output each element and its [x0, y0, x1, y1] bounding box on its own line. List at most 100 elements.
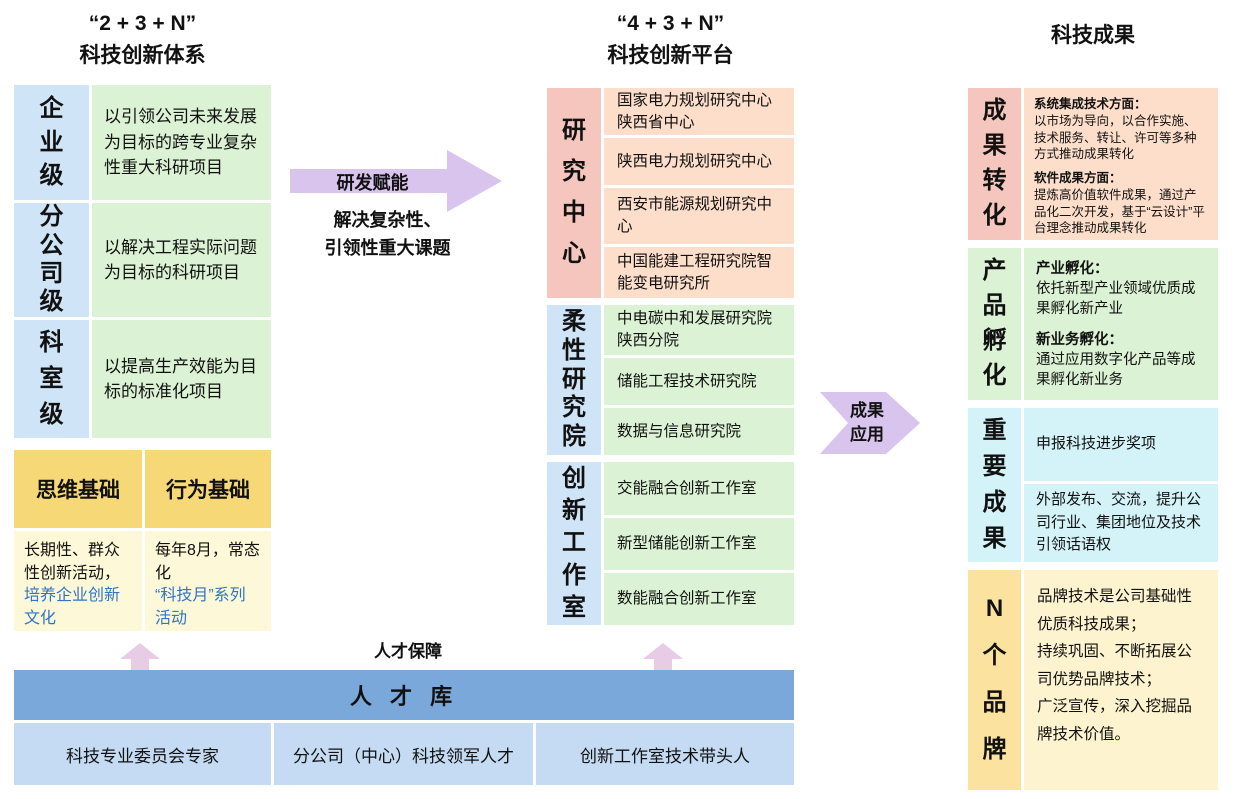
- innovation-studio-item-text: 交能融合创新工作室: [617, 479, 757, 497]
- group-label-innovation-studio: 创新工作室: [547, 462, 601, 625]
- innovation-studio-item: 新型储能创新工作室: [604, 518, 794, 570]
- flexible-institute-item: 数据与信息研究院: [604, 408, 794, 455]
- foundation-text-thinking-highlight: 培养企业创新文化: [24, 587, 121, 628]
- section-label-major-results-text: 重要成果: [982, 417, 1007, 552]
- incubation-p2-head: 新业务孵化：: [1036, 332, 1123, 348]
- level-desc-branch-text: 以解决工程实际问题为目标的科研项目: [104, 237, 257, 283]
- major-results-item: 申报科技进步奖项: [1024, 408, 1218, 481]
- rd-note-line1: 解决复杂性、: [333, 210, 442, 230]
- n-brands-line2: 持续巩固、不断拓展公司优势品牌技术；: [1037, 643, 1193, 688]
- left-title-line2: 科技创新体系: [79, 43, 206, 67]
- transformation-p1-head: 系统集成技术方面：: [1034, 97, 1147, 111]
- foundation-text-behavior-main: 每年8月，常态化: [155, 542, 260, 582]
- section-label-major-results: 重要成果: [968, 408, 1021, 562]
- n-brands-content: 品牌技术是公司基础性优质科技成果； 持续巩固、不断拓展公司优势品牌技术； 广泛宣…: [1024, 570, 1218, 790]
- transformation-p2-head: 软件成果方面：: [1034, 171, 1122, 185]
- level-label-department-text: 科室级: [39, 329, 64, 428]
- up-arrow-icon: [643, 643, 683, 670]
- group-label-innovation-studio-text: 创新工作室: [562, 464, 586, 622]
- talent-pool-bar: 人 才 库: [14, 670, 794, 720]
- research-center-item-text: 西安市能源规划研究中心: [617, 196, 773, 235]
- foundation-text-thinking: 长期性、群众性创新活动， 培养企业创新文化: [14, 531, 142, 631]
- section-label-incubation-text: 产品孵化: [982, 257, 1007, 389]
- incubation-p1-head: 产业孵化：: [1036, 261, 1109, 277]
- transformation-p1-text: 以市场为导向，以合作实施、技术服务、转让、许可等多种方式推动成果转化: [1034, 113, 1197, 162]
- middle-title-line1: “4 + 3 + N”: [616, 12, 725, 35]
- group-label-flexible-institute-text: 柔性研究院: [562, 308, 586, 451]
- level-desc-department-text: 以提高生产效能为目标的标准化项目: [104, 356, 257, 402]
- rd-empower-arrow-label: 研发赋能: [336, 173, 409, 193]
- flexible-institute-item: 中电碳中和发展研究院陕西分院: [604, 305, 794, 355]
- talent-role-leader-text: 分公司（中心）科技领军人才: [293, 746, 514, 766]
- innovation-studio-item: 数能融合创新工作室: [604, 573, 794, 625]
- section-label-incubation: 产品孵化: [968, 248, 1021, 400]
- flexible-institute-item-text: 数据与信息研究院: [617, 422, 742, 440]
- major-results-item2-text: 外部发布、交流，提升公司行业、集团地位及技术引领话语权: [1036, 491, 1202, 554]
- level-label-branch-text: 分公司级: [39, 203, 64, 316]
- up-arrow-icon: [120, 643, 160, 670]
- level-label-department: 科室级: [14, 320, 89, 438]
- group-label-flexible-institute: 柔性研究院: [547, 305, 601, 455]
- section-label-n-brands: N个品牌: [968, 570, 1021, 790]
- flexible-institute-item-text: 中电碳中和发展研究院陕西分院: [617, 310, 773, 349]
- middle-title-line2: 科技创新平台: [607, 43, 734, 67]
- right-column-title: 科技成果: [1051, 24, 1135, 47]
- n-brands-line3: 广泛宣传，深入挖掘品牌技术价值。: [1037, 698, 1193, 743]
- flexible-institute-item: 储能工程技术研究院: [604, 358, 794, 405]
- n-brands-line1: 品牌技术是公司基础性优质科技成果；: [1037, 588, 1193, 633]
- group-label-research-center: 研究中心: [547, 88, 601, 298]
- innovation-studio-item: 交能融合创新工作室: [604, 462, 794, 515]
- level-desc-enterprise-text: 以引领公司未来发展为目标的跨专业复杂性重大科研项目: [104, 107, 257, 178]
- talent-role-studio-head: 创新工作室技术带头人: [536, 723, 794, 785]
- section-label-transformation-text: 成果转化: [982, 97, 1007, 229]
- research-center-item-text: 陕西电力规划研究中心: [617, 152, 773, 170]
- level-desc-enterprise: 以引领公司未来发展为目标的跨专业复杂性重大科研项目: [92, 85, 271, 200]
- level-desc-department: 以提高生产效能为目标的标准化项目: [92, 320, 271, 438]
- incubation-p2-text: 通过应用数字化产品等成果孵化新业务: [1036, 352, 1196, 388]
- talent-role-committee: 科技专业委员会专家: [14, 723, 271, 785]
- innovation-studio-item-text: 新型储能创新工作室: [617, 535, 757, 553]
- major-results-item: 外部发布、交流，提升公司行业、集团地位及技术引领话语权: [1024, 484, 1218, 562]
- talent-role-committee-text: 科技专业委员会专家: [66, 746, 219, 766]
- transformation-p2-text: 提炼高价值软件成果，通过产品化二次开发，基于“云设计”平台理念推动成果转化: [1034, 187, 1205, 236]
- level-label-enterprise: 企业级: [14, 85, 89, 200]
- rd-note-line2: 引领性重大课题: [324, 237, 451, 258]
- innovation-studio-item-text: 数能融合创新工作室: [617, 590, 757, 608]
- talent-role-leader: 分公司（中心）科技领军人才: [274, 723, 533, 785]
- foundation-header-behavior-text: 行为基础: [166, 479, 250, 502]
- result-apply-line2: 应用: [850, 424, 884, 444]
- level-label-enterprise-text: 企业级: [39, 95, 64, 190]
- foundation-header-thinking-text: 思维基础: [36, 479, 120, 502]
- result-apply-arrow-label: 成果 应用: [830, 399, 904, 447]
- rd-note: 解决复杂性、 引领性重大课题: [290, 207, 485, 263]
- talent-guarantee-label: 人才保障: [374, 642, 442, 661]
- rd-empower-arrow-icon: [290, 150, 502, 212]
- talent-pool-bar-text: 人 才 库: [349, 684, 459, 709]
- research-center-item: 中国能建工程研究院智能变电研究所: [604, 247, 794, 298]
- level-desc-branch: 以解决工程实际问题为目标的科研项目: [92, 203, 271, 317]
- research-center-item-text: 国家电力规划研究中心陕西省中心: [617, 91, 773, 131]
- level-label-branch: 分公司级: [14, 203, 89, 317]
- left-column-title: “2 + 3 + N” 科技创新体系: [14, 8, 271, 71]
- foundation-header-thinking: 思维基础: [14, 450, 142, 528]
- middle-column-title: “4 + 3 + N” 科技创新平台: [547, 8, 794, 71]
- talent-role-studio-head-text: 创新工作室技术带头人: [580, 746, 750, 766]
- foundation-text-behavior-highlight: “科技月”系列活动: [155, 587, 246, 628]
- research-center-item: 西安市能源规划研究中心: [604, 188, 794, 244]
- transformation-content: 系统集成技术方面： 以市场为导向，以合作实施、技术服务、转让、许可等多种方式推动…: [1024, 88, 1218, 240]
- incubation-p1-text: 依托新型产业领域优质成果孵化新产业: [1036, 281, 1196, 317]
- section-label-n-brands-text: N个品牌: [982, 595, 1007, 763]
- foundation-text-thinking-main: 长期性、群众性创新活动，: [24, 542, 121, 582]
- research-center-item: 陕西电力规划研究中心: [604, 138, 794, 185]
- research-center-item-text: 中国能建工程研究院智能变电研究所: [617, 252, 773, 292]
- major-results-item1-text: 申报科技进步奖项: [1036, 435, 1157, 453]
- flexible-institute-item-text: 储能工程技术研究院: [617, 372, 757, 390]
- result-apply-line1: 成果: [850, 401, 884, 420]
- left-title-line1: “2 + 3 + N”: [88, 12, 197, 35]
- incubation-content: 产业孵化： 依托新型产业领域优质成果孵化新产业 新业务孵化： 通过应用数字化产品…: [1024, 248, 1218, 400]
- result-apply-arrow-icon: [820, 392, 920, 454]
- research-center-item: 国家电力规划研究中心陕西省中心: [604, 88, 794, 135]
- foundation-header-behavior: 行为基础: [145, 450, 271, 528]
- group-label-research-center-text: 研究中心: [562, 117, 586, 267]
- foundation-text-behavior: 每年8月，常态化 “科技月”系列活动: [145, 531, 271, 631]
